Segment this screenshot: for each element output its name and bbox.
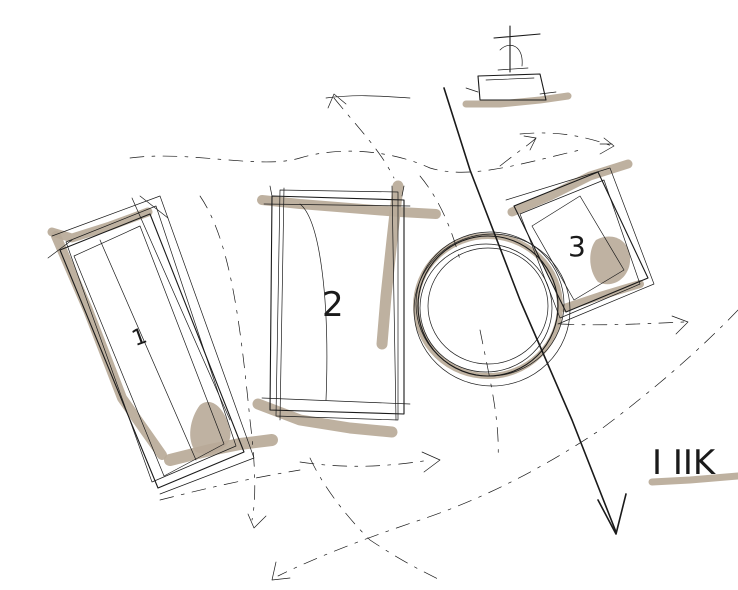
shade-rect-1-corner bbox=[190, 402, 230, 454]
shade-rect-3-corner bbox=[590, 237, 630, 285]
area-1-label: 1 bbox=[129, 324, 151, 352]
axis-arrow bbox=[444, 88, 626, 534]
circulation-paths bbox=[130, 94, 738, 580]
shade-rect-2-bottom bbox=[258, 404, 392, 432]
landmark-figure bbox=[466, 26, 556, 100]
shading-layer bbox=[52, 96, 738, 482]
shade-rect-3-bottom bbox=[564, 284, 640, 308]
area-3-label: 3 bbox=[568, 230, 586, 263]
shade-rect-3-top bbox=[512, 164, 628, 212]
edge-text: I IIK bbox=[652, 443, 717, 483]
area-2-label: 2 bbox=[322, 285, 344, 325]
shade-rect-2-top bbox=[262, 200, 436, 214]
